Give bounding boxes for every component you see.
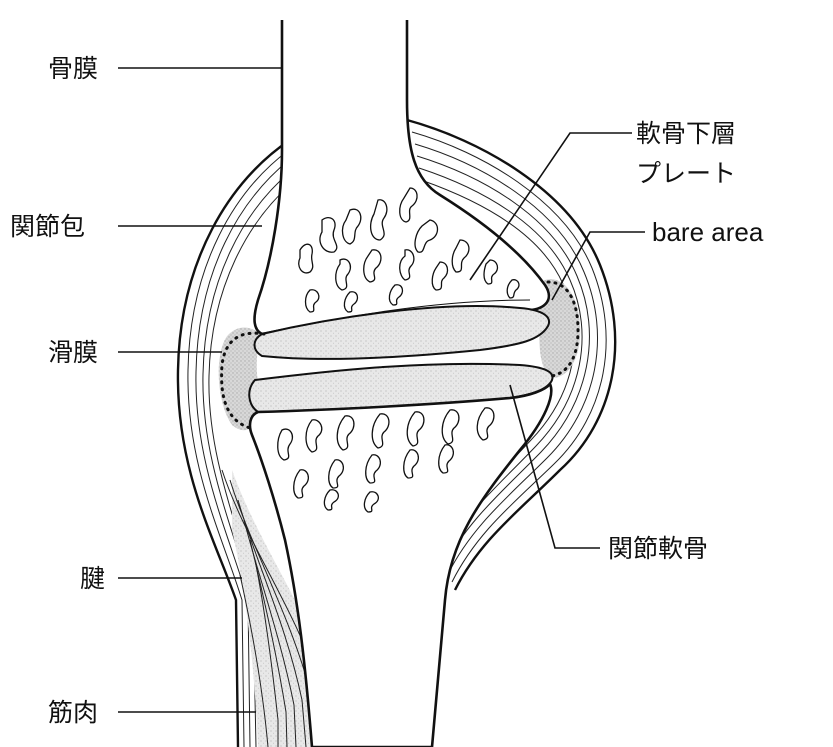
label-synovium: 滑膜 [48,338,98,367]
label-muscle: 筋肉 [48,698,98,727]
label-joint-capsule: 関節包 [10,212,85,241]
label-periosteum: 骨膜 [48,54,98,83]
label-tendon: 腱 [80,564,105,593]
label-subchondral-plate-line2: プレート [636,159,736,188]
upper-bone [255,20,550,359]
label-subchondral-plate-line1: 軟骨下層 [636,119,736,148]
label-articular-cartilage: 関節軟骨 [608,534,708,563]
label-bare-area: bare area [652,217,764,247]
